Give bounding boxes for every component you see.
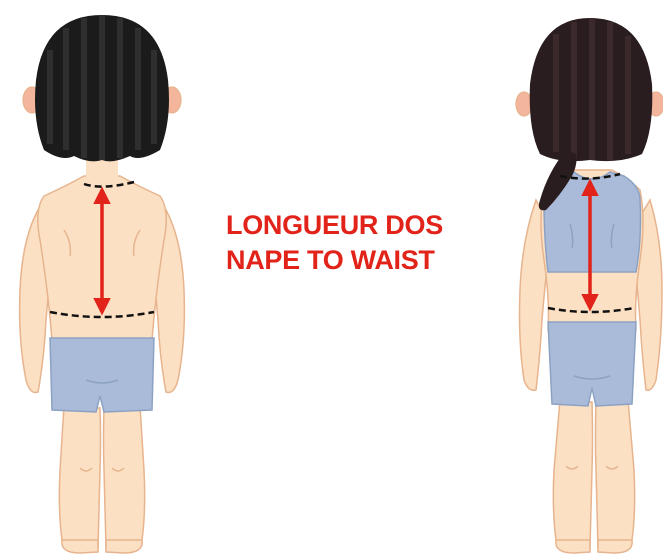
boy-figure	[20, 15, 185, 553]
girl-legs	[553, 400, 634, 553]
caption-line-1: LONGUEUR DOS	[226, 208, 506, 243]
girl-shorts	[548, 322, 636, 406]
short-hair-icon	[35, 15, 169, 161]
measurement-caption: LONGUEUR DOS NAPE TO WAIST	[226, 208, 506, 278]
girl-ear-left	[516, 92, 532, 116]
boy-shorts	[50, 338, 154, 412]
girl-figure	[516, 18, 663, 553]
boy-legs	[59, 406, 144, 553]
caption-line-2: NAPE TO WAIST	[226, 243, 506, 278]
